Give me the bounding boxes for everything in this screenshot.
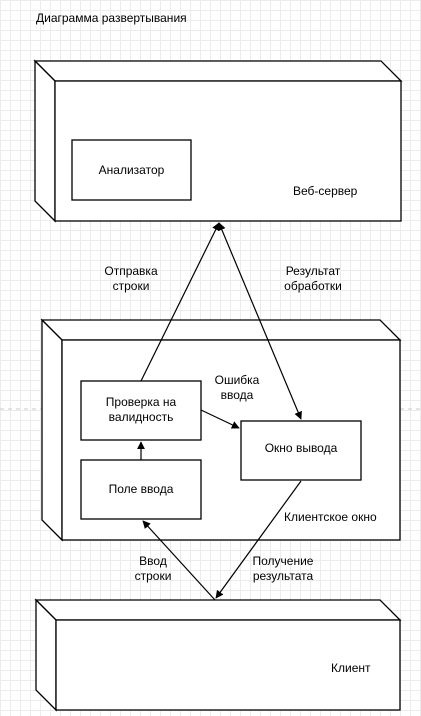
component-validation[interactable] — [80, 380, 202, 441]
node-web-server-label: Веб-сервер — [293, 184, 358, 198]
edge-label-get-result-line2: результата — [253, 569, 314, 583]
edge-label-input-error-line2: ввода — [221, 388, 254, 402]
component-validation-label-line1: Проверка на — [106, 395, 177, 409]
node-client-label: Клиент — [331, 661, 371, 675]
component-output-window[interactable] — [240, 420, 362, 481]
edge-get-result[interactable] — [215, 480, 302, 599]
edge-send-string[interactable] — [140, 222, 220, 382]
edge-label-result-line1: Результат — [286, 264, 341, 278]
component-analyzer-label: Анализатор — [99, 163, 165, 177]
edge-enter-string[interactable] — [142, 520, 216, 601]
node-client[interactable] — [34, 598, 402, 712]
edge-input-error[interactable] — [200, 409, 240, 429]
component-analyzer[interactable] — [71, 139, 192, 201]
edge-label-input-error-line1: Ошибка — [215, 373, 260, 387]
diagram-title: Диаграмма развертывания — [36, 11, 187, 25]
component-input-field-label: Поле ввода — [109, 482, 174, 496]
edge-label-enter-string-line2: строки — [135, 569, 172, 583]
edge-processing-result[interactable] — [218, 222, 302, 420]
component-output-window-label: Окно вывода — [265, 441, 338, 455]
edge-label-send-string-line2: строки — [113, 279, 150, 293]
node-client-window-label: Клиентское окно — [284, 510, 377, 524]
edge-label-result-line2: обработки — [284, 279, 342, 293]
edge-label-get-result-line1: Получение — [253, 554, 314, 568]
edge-label-enter-string-line1: Ввод — [139, 554, 167, 568]
component-validation-label-line2: валидность — [109, 410, 174, 424]
edge-label-send-string-line1: Отправка — [104, 264, 158, 278]
